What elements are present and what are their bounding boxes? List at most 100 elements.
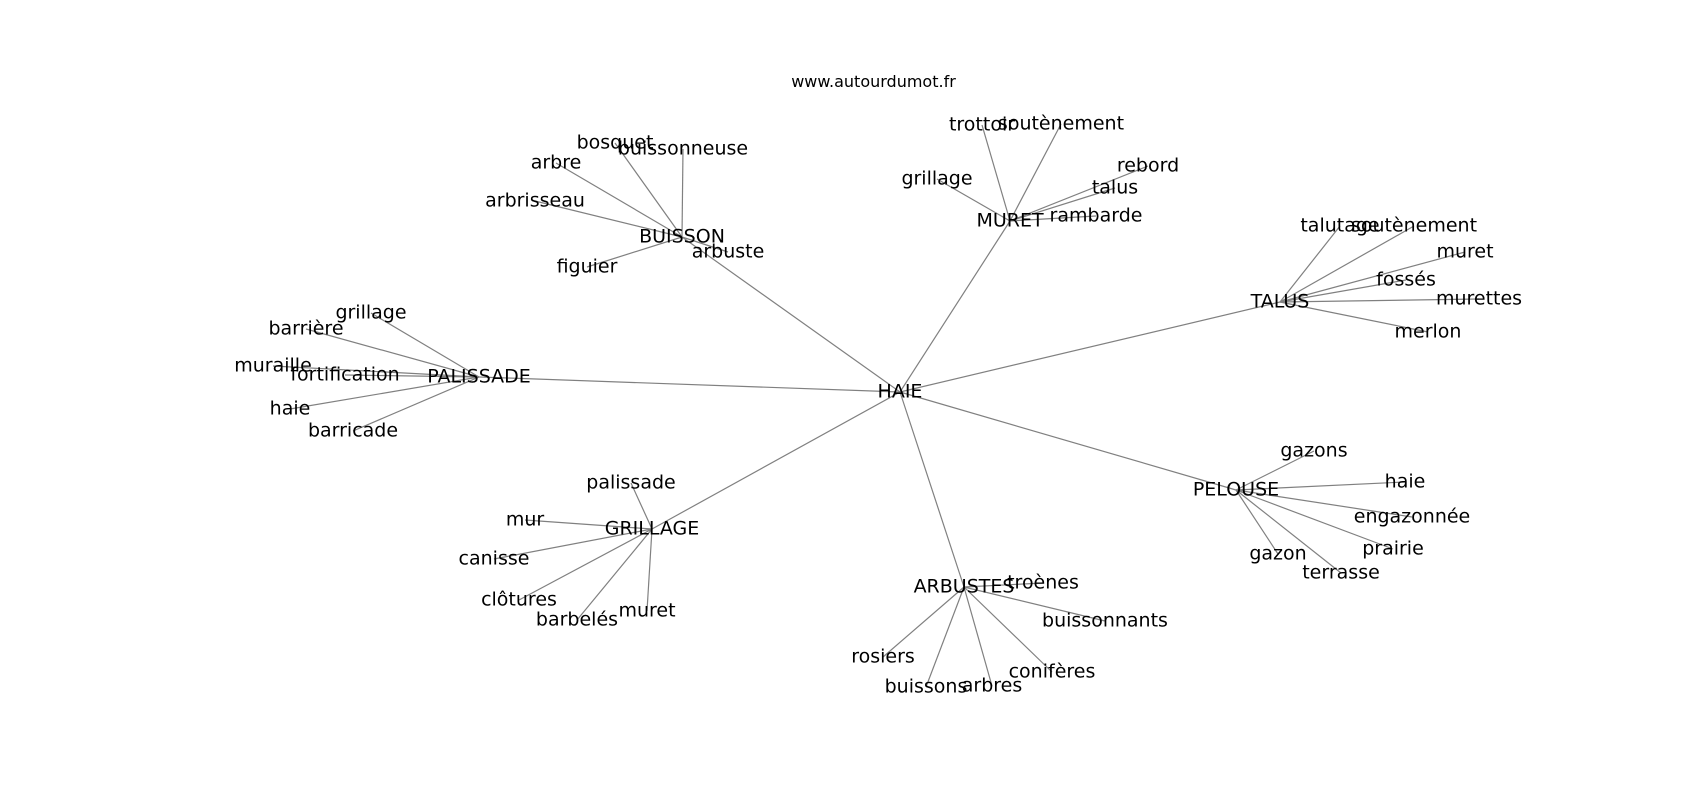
leaf-node-label: gazon [1249,543,1306,565]
edge-grillage-3 [518,528,653,601]
leaf-node-label: troènes [1007,572,1079,594]
leaf-node-label: grillage [901,168,972,190]
edge-palissade-4 [289,376,480,410]
edge-grillage-0 [630,482,653,530]
leaf-node-label: rosiers [851,646,915,668]
edge-talus-4 [1279,298,1480,303]
leaf-node-label: prairie [1362,538,1424,560]
edge-grillage-2 [493,528,653,560]
leaf-node-label: talutage [1300,215,1379,237]
edge-pelouse-0 [1235,450,1315,491]
hub-node-label: TALUS [1250,291,1310,313]
hub-node-label: PALISSADE [427,366,531,388]
edge-muret-0 [981,124,1011,222]
edge-buisson-4 [586,236,683,268]
leaf-node-label: arbuste [692,241,765,263]
edge-buisson-5 [681,236,729,253]
leaf-node-label: barricade [308,420,398,442]
leaf-node-label: canisse [459,548,530,570]
edge-muret-2 [936,178,1011,222]
edge-talus-2 [1279,251,1466,303]
edge-pelouse-4 [1235,489,1279,555]
leaf-node-label: merlon [1395,321,1462,343]
edge-arbustes-0 [963,582,1044,588]
leaf-node-label: rebord [1117,155,1179,177]
edge-pelouse-3 [1235,489,1394,550]
leaf-node-label: arbres [962,675,1023,697]
leaf-node-label: fossés [1376,269,1436,291]
leaf-node-label: buissonneuse [618,138,748,160]
edge-arbustes-4 [963,586,993,687]
edge-center-pelouse [899,391,1237,491]
leaf-node-label: engazonnée [1354,506,1471,528]
leaf-node-label: buissons [885,676,968,698]
hub-node-label: BUISSON [639,226,725,248]
leaf-node-label: conifères [1009,661,1096,683]
leaf-node-label: clôtures [481,589,557,611]
center-node-label: HAIE [878,381,923,403]
edge-arbustes-5 [963,586,1053,673]
source-watermark: www.autourdumot.fr [791,72,956,91]
leaf-node-label: arbrisseau [485,190,585,212]
leaf-node-label: murettes [1436,288,1522,310]
edge-center-muret [899,220,1011,393]
leaf-node-label: arbre [531,152,582,174]
edge-palissade-5 [352,376,480,432]
leaf-node-label: haie [1385,471,1426,493]
edge-grillage-4 [576,528,653,621]
leaf-node-label: buissonnants [1042,610,1168,632]
edge-palissade-1 [305,328,480,378]
edge-talus-1 [1279,225,1415,303]
leaf-node-label: bosquet [577,132,654,154]
leaf-node-label: muret [618,600,675,622]
edge-buisson-2 [555,162,683,238]
edge-center-grillage [651,391,901,530]
edge-center-arbustes [899,391,965,588]
edge-pelouse-2 [1235,489,1413,518]
hub-node-label: ARBUSTES [914,576,1015,598]
edge-buisson-0 [614,142,683,238]
leaf-node-label: soutènement [1351,215,1477,237]
leaf-node-label: mur [506,509,545,531]
leaf-node-label: soutènement [998,113,1124,135]
leaf-node-label: palissade [586,472,675,494]
edge-buisson-3 [534,200,683,238]
hub-node-label: GRILLAGE [605,518,700,540]
edge-arbustes-3 [925,586,965,688]
edge-muret-1 [1009,123,1062,222]
edge-center-buisson [681,236,901,393]
edge-pelouse-5 [1235,489,1342,574]
graph-edges [272,123,1480,688]
leaf-node-label: terrasse [1302,562,1380,584]
leaf-node-label: grillage [335,302,406,324]
edge-grillage-5 [646,528,653,612]
edge-center-talus [899,301,1281,393]
leaf-node-label: muraille [234,355,312,377]
edge-arbustes-1 [963,586,1106,622]
edge-arbustes-2 [882,586,965,658]
edge-talus-0 [1279,225,1341,303]
leaf-node-label: haie [270,398,311,420]
edge-palissade-3 [344,374,480,378]
leaf-node-label: trottoir [949,114,1015,136]
leaf-node-label: fortification [290,364,399,386]
hub-node-label: PELOUSE [1193,479,1279,501]
leaf-node-label: barrière [268,318,343,340]
edge-talus-5 [1279,301,1429,333]
edge-palissade-2 [272,365,480,378]
edge-muret-3 [1009,165,1149,222]
leaf-node-label: barbelés [536,609,618,631]
leaf-node-label: gazons [1280,440,1347,462]
edge-talus-3 [1279,279,1407,303]
edge-grillage-1 [524,519,653,530]
leaf-node-label: rambarde [1050,205,1143,227]
edge-muret-4 [1009,187,1116,222]
leaf-node-label: muret [1436,241,1493,263]
edge-palissade-0 [370,312,480,378]
leaf-node-label: figuier [557,256,618,278]
edge-buisson-1 [681,148,684,238]
edge-pelouse-1 [1235,481,1406,491]
edge-center-palissade [478,376,901,393]
